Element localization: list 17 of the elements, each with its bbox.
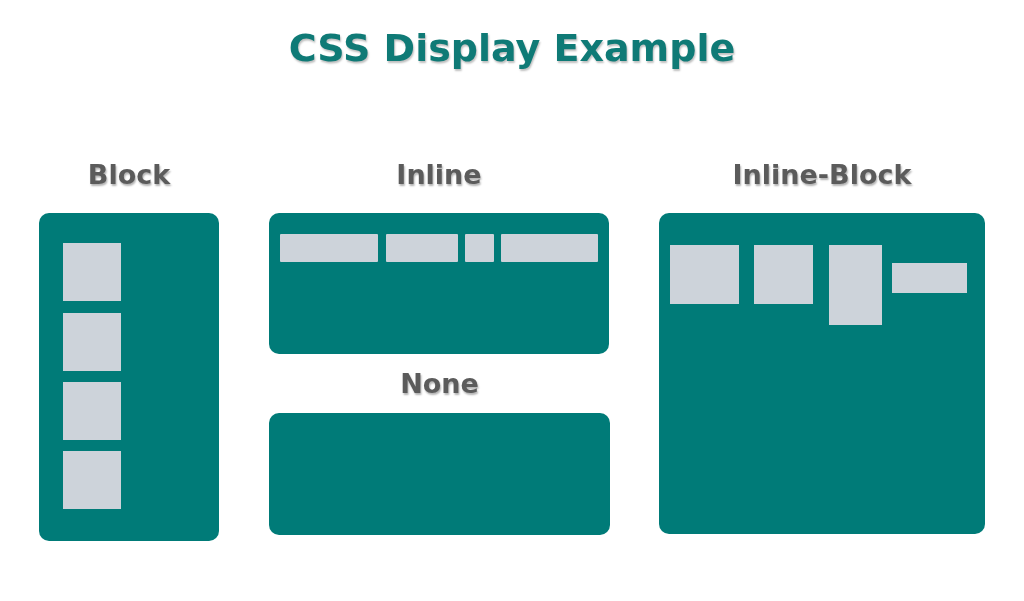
- panel-heading: Block: [86, 159, 172, 190]
- inline-bar: [465, 234, 494, 262]
- inner-box: [829, 245, 882, 325]
- diagram-title: CSS Display Example: [287, 26, 737, 70]
- inner-box: [63, 451, 121, 509]
- inline-bar: [386, 234, 458, 262]
- inner-box: [63, 313, 121, 371]
- panel-heading: None: [399, 368, 480, 399]
- inline-bar: [280, 234, 378, 262]
- panel-heading: Inline: [395, 159, 483, 190]
- inner-box: [754, 245, 813, 304]
- inner-box: [892, 263, 967, 293]
- inner-box: [63, 243, 121, 301]
- inner-box: [670, 245, 739, 304]
- panel-heading: Inline-Block: [731, 159, 913, 190]
- inner-box: [63, 382, 121, 440]
- inline-bar: [501, 234, 598, 262]
